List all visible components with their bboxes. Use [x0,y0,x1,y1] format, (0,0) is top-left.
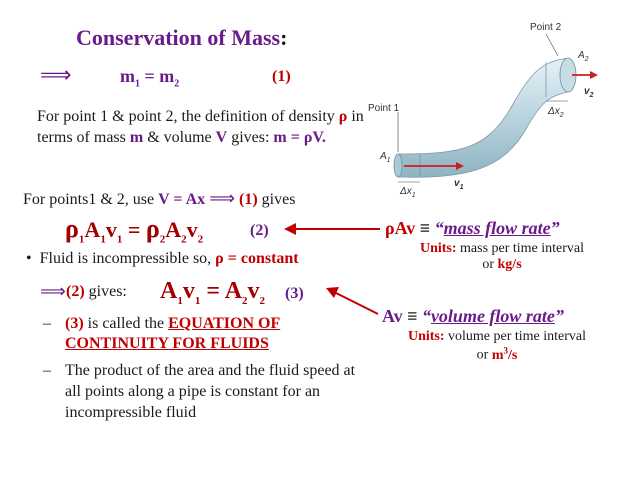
mass-flow-pointer-head [284,223,296,235]
incompressible-bullet: • Fluid is incompressible so, ρ = consta… [26,250,299,267]
gives-line: (2) gives: [66,283,127,300]
volume-flow-rate-definition: Av ≡ “volume flow rate” [382,306,564,326]
bullet-mark: • [26,250,32,267]
velocity-arrowhead-2 [590,71,598,79]
pipe-flow-figure: Point 2 Point 1 A2 A1 v2 v1 Δx1 Δx2 [368,22,598,199]
volume-flow-pointer-head [326,287,339,298]
density-formula: m = ρV. [273,129,326,146]
title-colon: : [280,25,288,50]
pipe-end-1 [393,153,403,178]
equation-1: m1 = m2 [120,66,180,90]
area-2-label: A2 [577,50,589,63]
equation-3-number: (3) [285,285,304,302]
equation-of-continuity-2: CONTINUITY FOR FLUIDS [65,335,269,352]
delta-x-2-label: Δx2 [547,106,564,119]
equation-2-number: (2) [250,222,269,239]
rho-symbol: ρ [338,108,348,125]
velocity-1-label: v1 [454,178,464,191]
slide-title: Conservation of Mass: [76,25,287,51]
volume-flow-pointer [335,292,379,315]
implies-arrow-1: ⟹ [40,63,72,88]
point-1-label: Point 1 [368,103,400,114]
delta-x-1-label: Δx1 [399,186,416,199]
pipe-body [397,57,569,178]
volume-line: For points1 & 2, use V = Ax ⟹ (1) gives [23,188,296,209]
mass-flow-rate-definition: ρAv ≡ “mass flow rate” [385,218,560,238]
equation-3: A1v1 = A2v2 [160,278,266,307]
velocity-arrowhead-1 [456,162,464,170]
density-paragraph: For point 1 & point 2, the definition of… [37,108,364,146]
equation-1-number: (1) [272,68,291,85]
point-2-label: Point 2 [530,22,562,33]
implies-arrow-2: ⟹ [209,188,235,209]
velocity-2-label: v2 [584,86,594,99]
equation-of-continuity-1: EQUATION OF [168,315,281,332]
equation-2: ρ1A1v1 = ρ2A2v2 [65,214,204,246]
title-text: Conservation of Mass [76,25,281,50]
product-note: –The product of the area and the fluid s… [43,362,356,421]
implies-arrow-3: ⟹ [40,281,66,302]
area-1-label: A1 [379,151,391,164]
